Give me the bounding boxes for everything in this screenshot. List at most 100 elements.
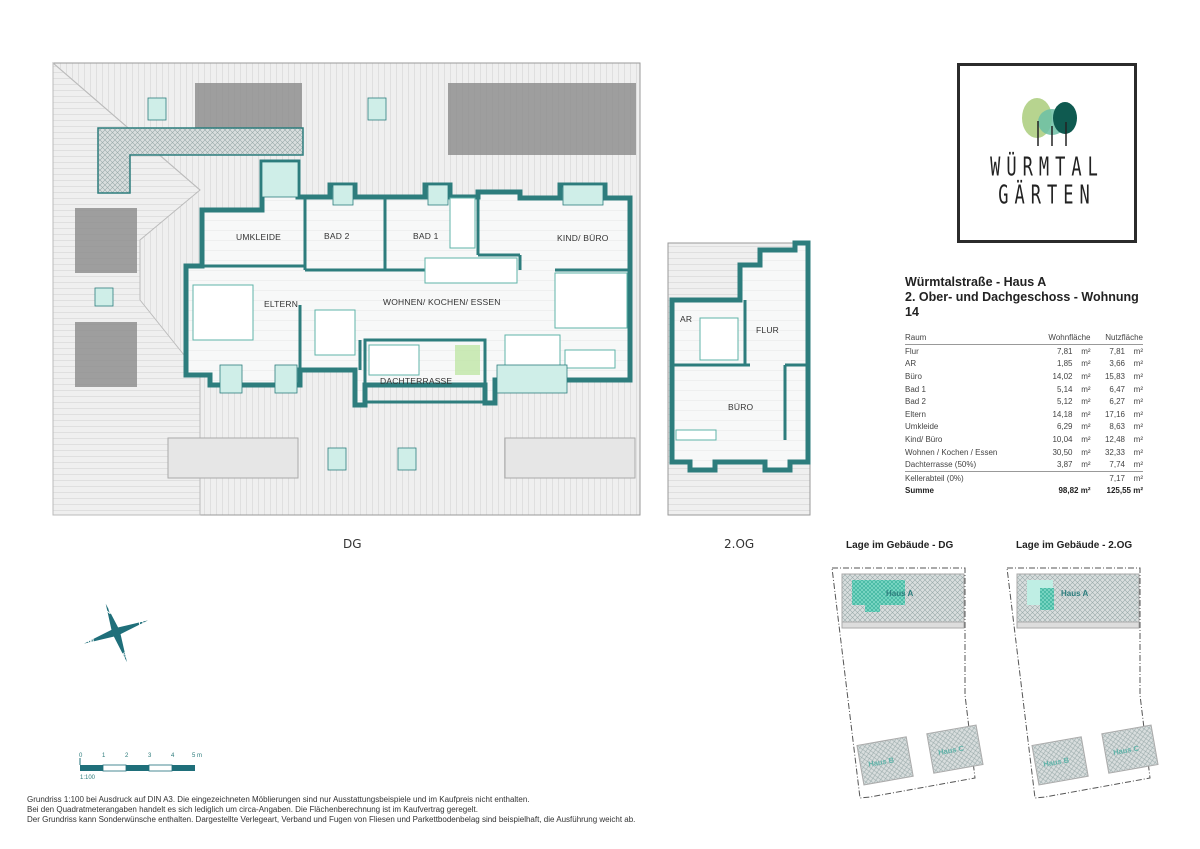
unit: m² bbox=[1133, 371, 1143, 381]
header-nutzflaeche: Nutzfläche bbox=[1090, 332, 1143, 345]
table-row-summe: Summe 98,82 m² 125,55 m² bbox=[905, 485, 1143, 498]
logo-line1: WÜRMTAL bbox=[990, 153, 1104, 183]
unit: m² bbox=[1133, 460, 1143, 470]
area-value: 15,83 bbox=[1104, 371, 1125, 381]
room-name: Umkleide bbox=[905, 422, 939, 432]
wohnflaeche: 3,87 m² bbox=[1032, 458, 1091, 471]
area-value: 30,50 bbox=[1052, 447, 1073, 457]
room-umkleide: UMKLEIDE bbox=[236, 232, 281, 242]
footer-notes: Grundriss 1:100 bei Ausdruck auf DIN A3.… bbox=[27, 795, 635, 825]
site-plan-og: Haus A Haus B Haus C bbox=[1006, 567, 1159, 799]
area-info: Würmtalstraße - Haus A 2. Ober- und Dach… bbox=[905, 275, 1145, 497]
trees-icon bbox=[1022, 98, 1077, 146]
unit: m² bbox=[1133, 422, 1143, 432]
room-ar: AR bbox=[680, 314, 692, 324]
room-name: Wohnen / Kochen / Essen bbox=[905, 447, 998, 457]
info-title: Würmtalstraße - Haus A bbox=[905, 275, 1047, 289]
scale-tick: 5 m bbox=[192, 753, 202, 759]
area-value: 1,85 bbox=[1056, 359, 1073, 369]
scale-bar: 0 1 2 3 4 5 m 1:100 bbox=[79, 753, 202, 781]
footer-line: Bei den Quadratmeterangaben handelt es s… bbox=[27, 805, 478, 814]
area-value: 7,81 bbox=[1109, 346, 1125, 356]
area-value: 6,27 bbox=[1109, 397, 1125, 407]
room-name: Bad 2 bbox=[905, 397, 926, 407]
area-value: 5,12 bbox=[1056, 397, 1073, 407]
room-name: AR bbox=[905, 359, 917, 369]
unit: m² bbox=[1081, 397, 1091, 407]
scale-ratio: 1:100 bbox=[80, 775, 96, 781]
room-name: Kind/ Büro bbox=[905, 434, 943, 444]
area-value: 7,81 bbox=[1056, 346, 1073, 356]
compass-w: W bbox=[87, 638, 96, 647]
compass-n: N bbox=[105, 609, 112, 617]
nutzflaeche: 7,74 m² bbox=[1091, 458, 1143, 471]
wuermtal-gaerten-logo: WÜRMTAL GÄRTEN bbox=[957, 63, 1137, 243]
room-dachterrasse: DACHTERRASSE bbox=[380, 376, 452, 386]
area-value: 5,14 bbox=[1056, 384, 1073, 394]
nutzflaeche: 15,83 m² bbox=[1091, 370, 1143, 383]
summe-label: Summe bbox=[905, 486, 934, 496]
wohnflaeche: 10,04 m² bbox=[1032, 433, 1090, 446]
unit: m² bbox=[1133, 384, 1143, 394]
scale-tick: 2 bbox=[125, 753, 129, 759]
site-title-og: Lage im Gebäude - 2.OG bbox=[1016, 540, 1133, 551]
room-wohnen: WOHNEN/ KOCHEN/ ESSEN bbox=[383, 297, 501, 307]
unit: m² bbox=[1133, 409, 1143, 419]
scale-tick: 1 bbox=[102, 753, 106, 759]
wohnflaeche bbox=[1032, 470, 1091, 485]
unit: m² bbox=[1133, 397, 1143, 407]
summe-wohnflaeche: 98,82 m² bbox=[1058, 486, 1091, 496]
nutzflaeche: 8,63 m² bbox=[1091, 421, 1143, 434]
unit: m² bbox=[1081, 346, 1091, 356]
unit: m² bbox=[1081, 434, 1091, 444]
room-name: Bad 1 bbox=[905, 384, 926, 394]
room-buero: BÜRO bbox=[728, 402, 754, 412]
area-value: 7,74 bbox=[1109, 460, 1125, 470]
unit: m² bbox=[1081, 371, 1091, 381]
room-name: Kellerabteil (0%) bbox=[905, 470, 1033, 485]
nutzflaeche: 6,47 m² bbox=[1091, 383, 1143, 396]
room-name: Dachterrasse (50%) bbox=[905, 460, 977, 470]
info-subtitle: 2. Ober- und Dachgeschoss - Wohnung 14 bbox=[905, 290, 1139, 319]
scale-tick: 0 bbox=[79, 753, 83, 759]
compass-o: O bbox=[138, 620, 146, 629]
unit: m² bbox=[1081, 460, 1091, 470]
site-haus-a: Haus A bbox=[1061, 589, 1088, 598]
dg-label: DG bbox=[343, 537, 362, 551]
area-value: 14,18 bbox=[1052, 409, 1073, 419]
wohnflaeche: 7,81 m² bbox=[1032, 345, 1091, 358]
table-row: Bad 2 5,12 m² 6,27 m² bbox=[905, 395, 1143, 408]
unit: m² bbox=[1081, 447, 1091, 457]
room-bad2: BAD 2 bbox=[324, 231, 350, 241]
room-name: Flur bbox=[905, 346, 919, 356]
table-row: Dachterrasse (50%) 3,87 m² 7,74 m² bbox=[905, 458, 1143, 471]
area-value: 32,33 bbox=[1104, 447, 1125, 457]
area-value: 8,63 bbox=[1109, 422, 1125, 432]
room-flur: FLUR bbox=[756, 325, 779, 335]
og-plan: AR FLUR BÜRO bbox=[667, 240, 811, 516]
room-name: Eltern bbox=[905, 409, 926, 419]
area-value: 10,04 bbox=[1052, 434, 1073, 444]
scale-tick: 3 bbox=[148, 753, 152, 759]
header-raum: Raum bbox=[905, 332, 1033, 345]
summe-nutzflaeche: 125,55 m² bbox=[1106, 486, 1143, 496]
area-value: 3,87 bbox=[1056, 460, 1073, 470]
area-value: 6,47 bbox=[1109, 384, 1125, 394]
